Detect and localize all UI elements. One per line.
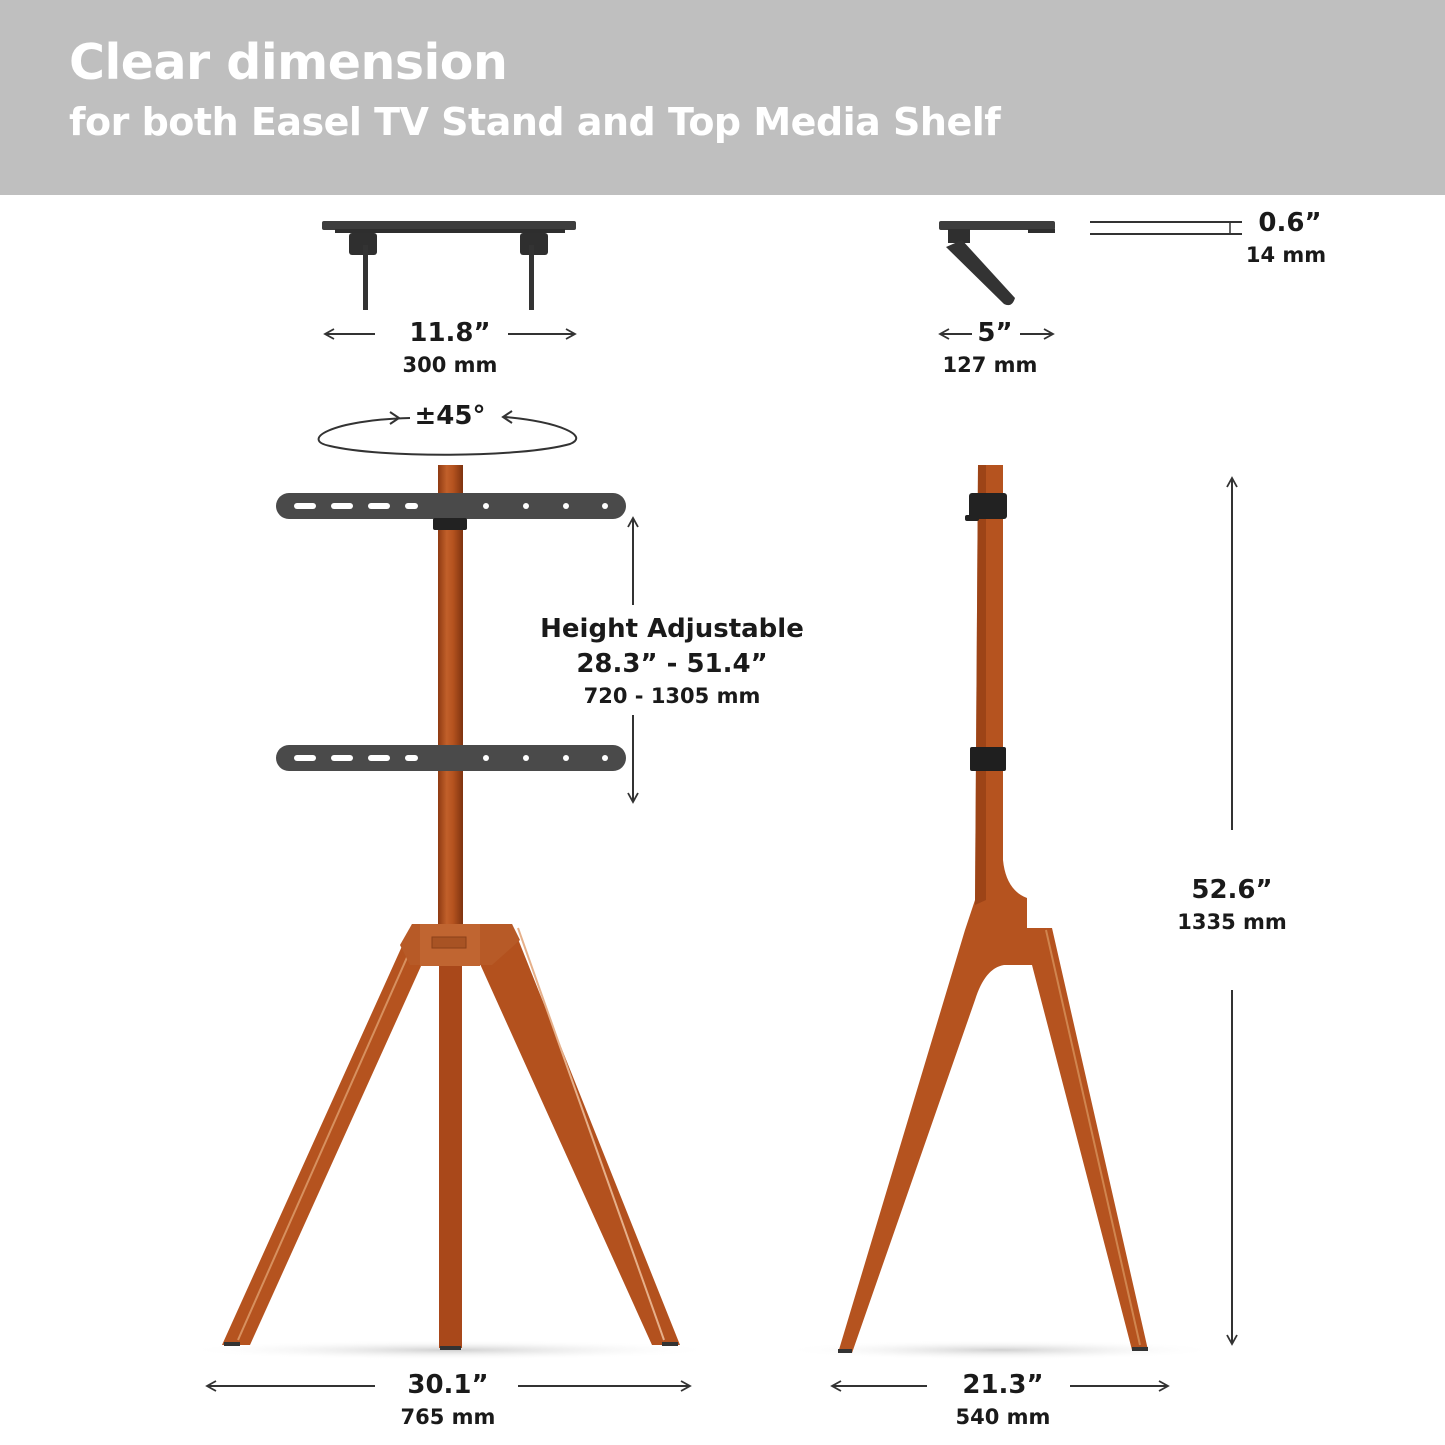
- shelf-thickness-in: 0.6”: [1258, 208, 1322, 238]
- page-subtitle: for both Easel TV Stand and Top Media Sh…: [69, 100, 1001, 144]
- height-range-in: 28.3” - 51.4”: [576, 649, 768, 679]
- height-adjustable-label: Height Adjustable: [540, 614, 804, 644]
- base-width-mm: 765 mm: [400, 1405, 496, 1429]
- shelf-side-view: [939, 221, 1055, 306]
- page-title: Clear dimension: [69, 34, 508, 91]
- height-range-mm: 720 - 1305 mm: [583, 684, 761, 708]
- header-banner: Clear dimension for both Easel TV Stand …: [0, 0, 1445, 195]
- shelf-depth-in: 5”: [977, 318, 1013, 348]
- stand-side-view: [838, 465, 1148, 1353]
- base-depth-mm: 540 mm: [955, 1405, 1051, 1429]
- shelf-thickness-mm: 14 mm: [1245, 243, 1327, 267]
- stand-front-view: [222, 465, 680, 1350]
- total-height-mm: 1335 mm: [1177, 910, 1287, 934]
- shelf-width-mm: 300 mm: [402, 353, 498, 377]
- shelf-width-in: 11.8”: [409, 318, 491, 348]
- base-width-in: 30.1”: [407, 1370, 489, 1400]
- rotation-icon: [317, 410, 578, 456]
- shelf-front-view: [322, 221, 576, 310]
- thickness-indicator: [1090, 221, 1242, 235]
- base-depth-in: 21.3”: [962, 1370, 1044, 1400]
- shelf-depth-mm: 127 mm: [942, 353, 1038, 377]
- bracket-holes: [294, 503, 608, 761]
- total-height-in: 52.6”: [1191, 875, 1273, 905]
- rotation-label: ±45°: [414, 401, 486, 431]
